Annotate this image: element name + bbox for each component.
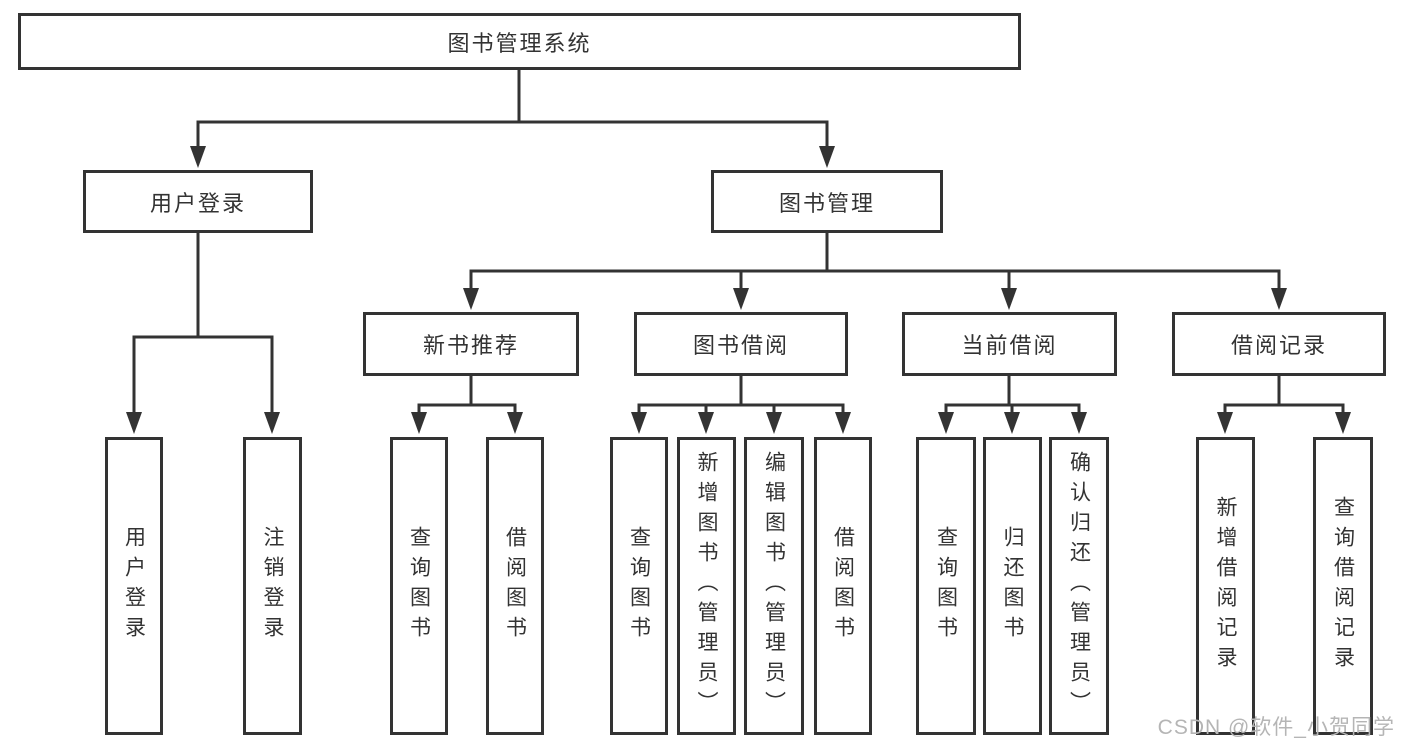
node-label: 编辑图书（管理员） bbox=[762, 451, 786, 721]
connector-newbook-to-leaves bbox=[411, 376, 523, 434]
leaf-newbook-borrow-books: 借阅图书 bbox=[486, 437, 544, 735]
node-label: 用户登录 bbox=[149, 190, 246, 216]
node-label: 图书管理 bbox=[778, 190, 875, 216]
node-current-borrow: 当前借阅 bbox=[902, 312, 1117, 376]
node-label: 图书借阅 bbox=[692, 333, 789, 358]
node-label: 当前借阅 bbox=[961, 333, 1058, 358]
node-label: 确认归还（管理员） bbox=[1067, 451, 1091, 721]
connector-records-to-leaves bbox=[1217, 376, 1351, 434]
node-label: 新书推荐 bbox=[422, 333, 519, 358]
node-label: 查询图书 bbox=[407, 526, 431, 646]
leaf-borrow-edit-books-admin: 编辑图书（管理员） bbox=[744, 437, 804, 735]
node-label: 注销登录 bbox=[261, 526, 284, 646]
node-new-book-recommend: 新书推荐 bbox=[363, 312, 579, 376]
node-book-management-branch: 图书管理 bbox=[711, 170, 943, 233]
leaf-borrow-borrow-books: 借阅图书 bbox=[814, 437, 872, 735]
connector-mgmt-to-level3 bbox=[463, 233, 1287, 310]
node-label: 查询图书 bbox=[934, 526, 958, 646]
leaf-user-login: 用户登录 bbox=[105, 437, 163, 735]
node-label: 借阅记录 bbox=[1230, 333, 1327, 358]
leaf-borrow-add-books-admin: 新增图书（管理员） bbox=[677, 437, 736, 735]
leaf-newbook-query-books: 查询图书 bbox=[390, 437, 448, 735]
node-label: 查询图书 bbox=[627, 526, 651, 646]
node-root-system: 图书管理系统 bbox=[18, 13, 1021, 70]
connector-root-to-level2 bbox=[190, 70, 835, 168]
leaf-current-return-books: 归还图书 bbox=[983, 437, 1042, 735]
leaf-current-query-books: 查询图书 bbox=[916, 437, 976, 735]
leaf-current-confirm-return-admin: 确认归还（管理员） bbox=[1049, 437, 1109, 735]
node-book-borrow: 图书借阅 bbox=[634, 312, 848, 376]
connector-login-to-leaves bbox=[126, 233, 280, 434]
node-label: 借阅图书 bbox=[503, 526, 527, 646]
leaf-records-add-record: 新增借阅记录 bbox=[1196, 437, 1255, 735]
connector-current-to-leaves bbox=[938, 376, 1087, 434]
node-label: 新增图书（管理员） bbox=[695, 451, 718, 721]
node-label: 图书管理系统 bbox=[447, 30, 592, 56]
leaf-logout: 注销登录 bbox=[243, 437, 302, 735]
node-label: 新增借阅记录 bbox=[1214, 496, 1237, 676]
node-label: 归还图书 bbox=[1001, 526, 1024, 646]
node-label: 查询借阅记录 bbox=[1331, 496, 1355, 676]
node-borrow-records: 借阅记录 bbox=[1172, 312, 1386, 376]
leaf-borrow-query-books: 查询图书 bbox=[610, 437, 668, 735]
csdn-watermark: CSDN @软件_小贺同学 bbox=[1157, 716, 1395, 739]
leaf-records-query-record: 查询借阅记录 bbox=[1313, 437, 1373, 735]
node-label: 用户登录 bbox=[122, 526, 146, 646]
connector-borrow-to-leaves bbox=[631, 376, 851, 434]
node-user-login-branch: 用户登录 bbox=[83, 170, 313, 233]
node-label: 借阅图书 bbox=[831, 526, 855, 646]
